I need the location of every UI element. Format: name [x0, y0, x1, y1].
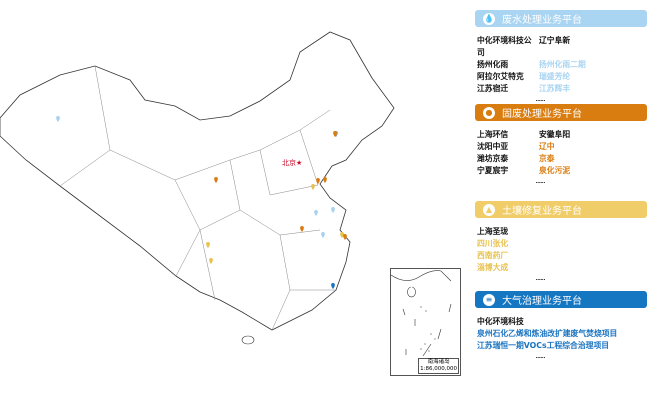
map-pin[interactable]	[323, 177, 327, 183]
beijing-label: 北京★	[282, 159, 303, 167]
map-pin[interactable]	[206, 242, 210, 248]
project-item: 上海圣珑	[477, 227, 509, 236]
solid-waste-icon: ●	[483, 106, 495, 119]
project-item: 辽宁阜新	[539, 36, 571, 45]
project-item: 安徽阜阳	[539, 130, 571, 139]
map-pin[interactable]	[209, 258, 213, 264]
platform-panel: 💧 废水处理业务平台中化环境科技公司辽宁阜新扬州化雨 扬州化雨二期阿拉尔艾特克 瑞盛芳…	[475, 10, 647, 103]
province-borders	[59, 65, 336, 331]
hainan-island	[241, 335, 255, 345]
project-item: 中化环境科技	[477, 317, 524, 326]
mountain-icon: ▲	[483, 203, 495, 216]
platform-panel: ● 固废处理业务平台上海环信 安徽阜阳沈阳中亚 辽中潍坊京泰 京泰宁夏宸宇 泉化污泥...…	[475, 104, 647, 185]
more-indicator: ......	[535, 94, 545, 103]
map-pin[interactable]	[316, 178, 320, 184]
project-item: 扬州化雨二期	[539, 60, 586, 69]
map-pin[interactable]	[311, 184, 315, 190]
project-item: 辽中	[539, 142, 555, 151]
map-pin[interactable]	[340, 232, 344, 238]
map-pin[interactable]	[343, 234, 347, 240]
project-item: 泉州石化乙烯和炼油改扩建废气焚烧项目	[477, 329, 618, 338]
platform-panel: ▲ 土壤修复业务平台上海圣珑四川张化西南药厂淄博大成......	[475, 201, 647, 282]
map-pin[interactable]	[331, 207, 335, 213]
map-pin[interactable]	[321, 232, 325, 238]
project-item: 沈阳中亚	[477, 142, 509, 151]
platform-title: 废水处理业务平台	[502, 15, 582, 26]
project-item: 扬州化雨	[477, 60, 509, 69]
more-indicator: ......	[535, 351, 545, 360]
project-item: 淄博大成	[477, 263, 509, 272]
more-indicator: ......	[535, 273, 545, 282]
map-pin[interactable]	[300, 226, 304, 232]
map-pin[interactable]	[333, 131, 337, 137]
map-pin[interactable]	[331, 283, 335, 289]
water-drop-icon: 💧	[483, 12, 495, 25]
platform-header[interactable]: ≡ 大气治理业务平台	[475, 291, 647, 308]
project-item: 上海环信	[477, 130, 509, 139]
project-item: 江苏瑞恒一期VOCs工程综合治理项目	[477, 341, 610, 350]
air-icon: ≡	[483, 293, 495, 306]
map-pin[interactable]	[214, 177, 218, 183]
project-item: 阿拉尔艾特克	[477, 72, 524, 81]
china-outline	[0, 31, 395, 331]
project-item: 瑞盛芳纶	[539, 72, 571, 81]
platform-panel: ≡ 大气治理业务平台中化环境科技泉州石化乙烯和炼油改扩建废气焚烧项目江苏瑞恒一期V…	[475, 291, 647, 360]
project-item: 江苏辉丰	[539, 84, 571, 93]
more-indicator: ......	[535, 176, 545, 185]
project-item: 四川张化	[477, 239, 509, 248]
project-item: 潍坊京泰	[477, 154, 509, 163]
project-item: 中化环境科技公司	[477, 36, 532, 57]
platform-header[interactable]: ● 固废处理业务平台	[475, 104, 647, 121]
project-item: 泉化污泥	[539, 166, 571, 175]
platform-title: 大气治理业务平台	[502, 296, 582, 307]
map-pin[interactable]	[56, 116, 60, 122]
project-item: 宁夏宸宇	[477, 166, 509, 175]
project-item: 西南药厂	[477, 251, 509, 260]
project-item: 江苏宿迁	[477, 84, 509, 93]
platform-title: 固废处理业务平台	[502, 109, 582, 120]
platform-header[interactable]: ▲ 土壤修复业务平台	[475, 201, 647, 218]
platform-title: 土壤修复业务平台	[502, 206, 582, 217]
platform-header[interactable]: 💧 废水处理业务平台	[475, 10, 647, 27]
china-map	[0, 31, 395, 345]
map-pin[interactable]	[314, 210, 318, 216]
project-item: 京泰	[539, 154, 555, 163]
